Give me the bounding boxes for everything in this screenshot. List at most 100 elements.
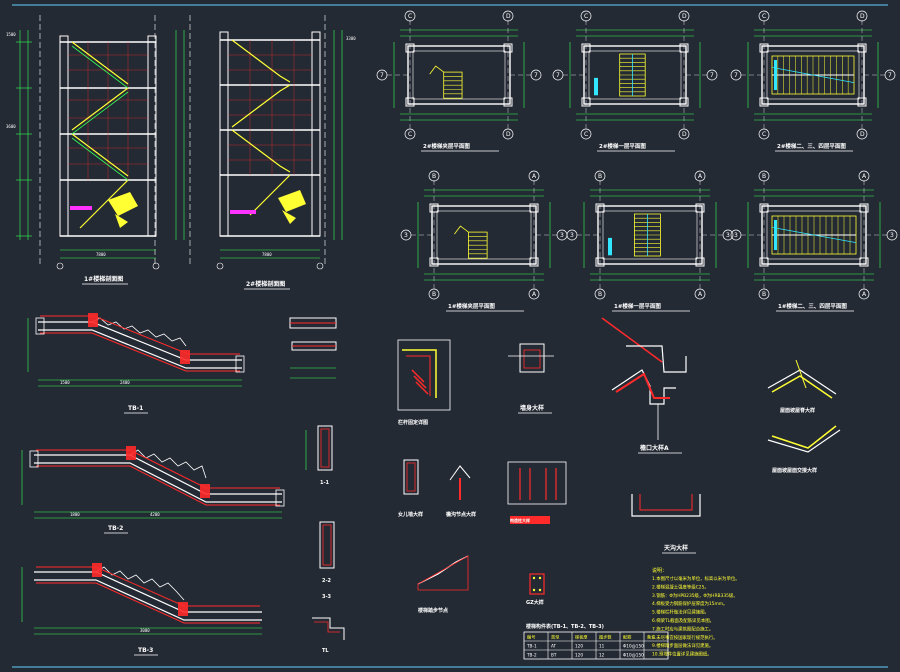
svg-text:7: 7 [380,72,384,79]
svg-text:楼梯踏步节点: 楼梯踏步节点 [418,607,448,614]
svg-text:3600: 3600 [6,124,16,129]
table-cell: 120 [575,653,583,658]
svg-text:2400: 2400 [120,380,130,385]
table-cell: 12 [599,653,605,658]
svg-text:7800: 7800 [262,252,272,257]
table-cell: 11 [599,644,605,649]
svg-text:屋面坡屋脊大样: 屋面坡屋脊大样 [780,407,815,414]
beam-section-1-1: 1-1 [305,425,333,486]
table-header: 类型 [551,634,559,641]
stair-section-1: 1500 3600 7800 1#楼梯剖面图 [6,15,160,285]
stair-slab-tb2: 4200 1800 TB-2 [21,446,285,534]
svg-text:D: D [506,13,511,20]
plan-2-mezzanine-title: 2#楼梯夹层平面图 [423,142,470,150]
svg-text:3: 3 [570,232,574,239]
svg-text:7: 7 [556,72,560,79]
note-line: 7.施工时应与建筑图配合施工。 [652,625,713,632]
beam-section-2-2: 2-2 3-3 [319,521,335,600]
tb3-title: TB-3 [138,647,153,654]
svg-text:女儿墙大样: 女儿墙大样 [398,511,423,518]
detail-parapet: 女儿墙大样 [398,459,423,518]
beam-section-tl: TL [312,617,345,654]
plan-1-mezzanine-title: 1#楼梯夹层平面图 [448,302,495,310]
svg-text:A: A [698,291,703,298]
detail-roof-ridge: 屋面坡屋脊大样 [767,359,837,414]
stair-slab-tb3: 3000 TB-3 [21,563,262,656]
design-notes: 说明： 1.本图尺寸以毫米为单位，标高以米为单位。2.楼梯混凝土强度等级C25。… [652,567,740,658]
svg-text:D: D [860,131,865,138]
svg-text:A: A [532,173,537,180]
table-cell: Φ10@150 [623,653,644,658]
svg-text:墙身大样: 墙身大样 [520,404,544,412]
beam-section-top [289,317,337,379]
svg-text:C: C [408,131,412,138]
table-cell: AT [551,644,557,649]
detail-wall: 墙身大样 [508,343,554,414]
svg-text:1500: 1500 [60,380,70,385]
table-header: 梯板厚 [575,634,588,641]
svg-text:C: C [762,131,766,138]
table-cell: Φ10@150 [623,644,644,649]
table-header: 备注 [647,634,656,641]
svg-text:7: 7 [710,72,714,79]
table-cell: 120 [575,644,583,649]
table-cell: BT [551,653,557,658]
svg-text:3000: 3000 [140,628,150,633]
svg-text:A: A [862,173,867,180]
svg-text:B: B [762,291,766,298]
svg-text:TL: TL [322,648,329,654]
detail-gutter: 天沟大样 [631,494,701,554]
section-2-title: 2#楼梯剖面图 [246,280,285,288]
table-cell: TB-1 [526,644,537,649]
plan-1-upper-title: 1#楼梯二、三、四层平面图 [778,302,847,310]
svg-text:天沟大样: 天沟大样 [664,544,688,552]
svg-text:7: 7 [888,72,892,79]
note-line: 8.未尽事宜按国家现行规范执行。 [652,634,718,641]
note-line: 1.本图尺寸以毫米为单位，标高以米为单位。 [652,575,740,582]
svg-text:2-2: 2-2 [322,578,332,584]
svg-text:B: B [432,291,436,298]
svg-text:7: 7 [734,72,738,79]
svg-text:7: 7 [534,72,538,79]
svg-text:栏杆固定详图: 栏杆固定详图 [398,419,428,426]
svg-text:B: B [598,173,602,180]
note-line: 2.楼梯混凝土强度等级C25。 [652,583,709,590]
svg-text:1800: 1800 [70,512,80,517]
svg-text:1-1: 1-1 [320,480,330,486]
svg-text:D: D [506,131,511,138]
svg-text:A: A [698,173,703,180]
svg-text:4200: 4200 [150,512,160,517]
table-header: 踏步数 [599,634,612,641]
note-line: 9.楼梯踏步面层做法详见建施。 [652,642,713,649]
svg-text:C: C [408,13,412,20]
svg-text:檐口大样A: 檐口大样A [640,444,669,452]
section-1-title: 1#楼梯剖面图 [84,275,123,283]
svg-text:构造柱大样: 构造柱大样 [510,517,530,523]
detail-cornice: 檐沟节点大样 [446,465,476,518]
svg-text:1500: 1500 [6,32,16,37]
note-line: 5.楼梯栏杆做法详见建施图。 [652,609,709,616]
tb1-title: TB-1 [128,405,143,412]
note-line: 4.梯板受力钢筋保护层厚度为15mm。 [652,600,727,607]
detail-column: 构造柱大样 [507,461,567,524]
svg-text:3: 3 [890,232,894,239]
svg-text:3300: 3300 [346,36,356,41]
detail-stair-node: 楼梯踏步节点 [417,555,469,614]
svg-text:3: 3 [734,232,738,239]
detail-roof-valley: 屋面坡屋面交接大样 [767,425,841,474]
svg-text:檐沟节点大样: 檐沟节点大样 [446,511,476,518]
svg-text:屋面坡屋面交接大样: 屋面坡屋面交接大样 [772,467,817,474]
detail-gz: GZ大样 [526,573,545,606]
note-line: 3.钢筋：Φ为HPB235级，Φ为HRB335级。 [652,592,738,599]
plan-2-upper-title: 2#楼梯二、三、四层平面图 [777,142,846,150]
table-header: 配筋 [623,634,631,641]
table-header: 编号 [527,634,535,641]
stair-slab-tb1: 2400 1500 TB-1 [27,313,245,414]
svg-text:3: 3 [404,232,408,239]
